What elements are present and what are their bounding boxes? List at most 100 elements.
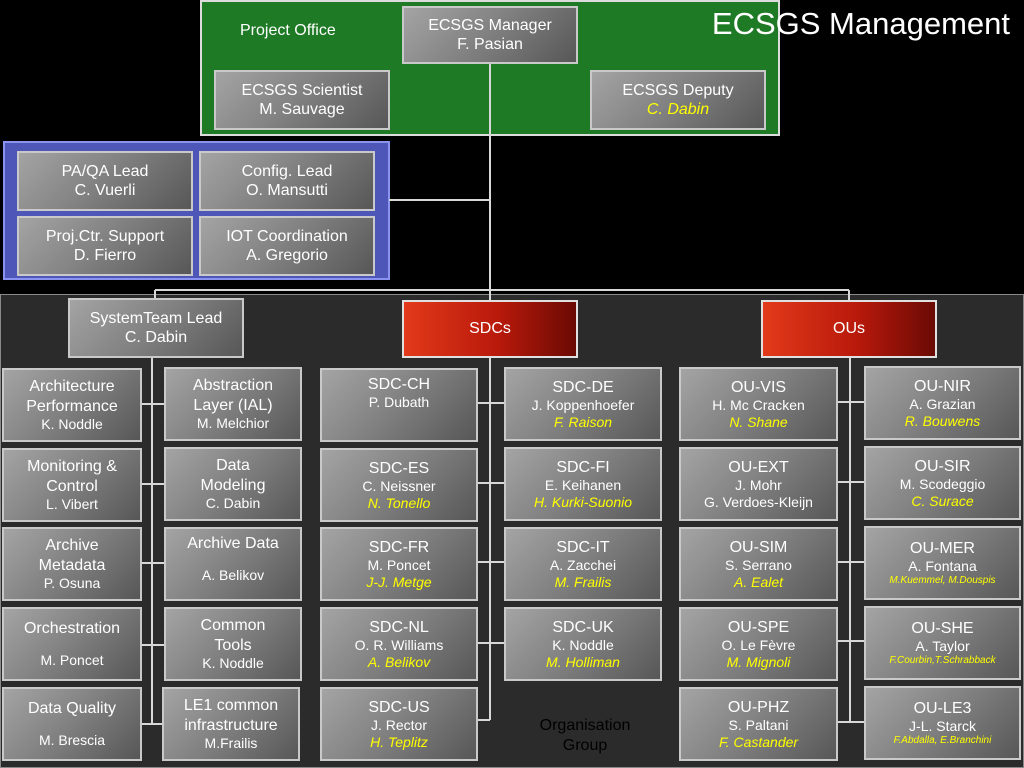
- box-title: Archive: [45, 537, 99, 555]
- ecsgs-deputy-box: ECSGS Deputy C. Dabin: [590, 70, 766, 130]
- box-title: PA/QA Lead: [61, 162, 149, 180]
- archive-metadata-box: Archive Metadata P. Osuna: [2, 527, 142, 601]
- box-title: SDC-CH: [367, 376, 431, 393]
- box-title: ECSGS Manager: [428, 16, 552, 34]
- box-name: D. Fierro: [73, 247, 137, 264]
- box-deputy: H. Teplitz: [370, 733, 428, 750]
- box-name: O. R. Williams: [354, 636, 444, 653]
- box-title: Archive Data: [187, 535, 279, 552]
- ou-mer-box: OU-MER A. Fontana M.Kuemmel, M.Douspis: [864, 526, 1021, 600]
- pa-qa-lead-box: PA/QA Lead C. Vuerli: [17, 151, 193, 211]
- box-title: Architecture: [29, 378, 115, 396]
- sdc-spine-line: [478, 358, 504, 721]
- box-title: OU-SPE: [727, 618, 790, 636]
- box-title: IOT Coordination: [226, 227, 348, 245]
- box-title: OU-NIR: [914, 377, 971, 395]
- box-title: Monitoring &: [27, 458, 117, 476]
- system-spine-line: [140, 358, 164, 725]
- box-title: OU-SHE: [911, 620, 974, 637]
- box-deputy: F. Raison: [553, 413, 613, 430]
- project-office-label: Project Office: [240, 22, 336, 39]
- box-name: M.Frailis: [204, 734, 258, 751]
- box-title: OU-EXT: [728, 458, 789, 476]
- sdcs-box: SDCs: [402, 300, 578, 358]
- box-title: Orchestration: [23, 620, 121, 637]
- sdc-es-box: SDC-ES C. Neissner N. Tonello: [320, 448, 478, 522]
- box-name-2: G. Verdoes-Kleijn: [704, 493, 813, 510]
- box-title: OUs: [833, 320, 865, 338]
- ou-nir-box: OU-NIR A. Grazian R. Bouwens: [864, 366, 1021, 440]
- box-title: SDC-UK: [552, 618, 614, 636]
- box-name: E. Keihanen: [544, 476, 622, 493]
- data-modeling-box: Data Modeling C. Dabin: [164, 447, 302, 521]
- box-name: A. Gregorio: [246, 247, 328, 264]
- sdc-fr-box: SDC-FR M. Poncet J-J. Metge: [320, 527, 478, 601]
- box-deputy: F.Courbin,T.Schrabback: [889, 654, 996, 666]
- box-title: Config. Lead: [241, 162, 333, 180]
- box-name: O. Le Fèvre: [721, 636, 796, 653]
- box-name: C. Vuerli: [74, 182, 136, 199]
- systemteam-lead-box: SystemTeam Lead C. Dabin: [68, 298, 244, 358]
- box-title: ECSGS Scientist: [241, 81, 363, 99]
- proj-ctr-support-box: Proj.Ctr. Support D. Fierro: [17, 216, 193, 276]
- box-name: M. Brescia: [38, 732, 106, 749]
- box-name: M. Poncet: [367, 556, 431, 573]
- ecsgs-manager-box: ECSGS Manager F. Pasian: [402, 6, 578, 64]
- sdc-it-box: SDC-IT A. Zacchei M. Frailis: [504, 527, 662, 601]
- box-title: SystemTeam Lead: [89, 309, 223, 327]
- monitoring-control-box: Monitoring & Control L. Vibert: [2, 448, 142, 522]
- box-deputy: N. Tonello: [367, 494, 431, 511]
- box-title: SDC-FR: [368, 538, 430, 556]
- ou-spine-line: [838, 358, 864, 723]
- box-name: A. Taylor: [915, 638, 970, 655]
- box-title: OU-LE3: [913, 700, 972, 717]
- box-deputy: F.Abdalla, E.Branchini: [893, 734, 992, 746]
- box-deputy: A. Ealet: [733, 573, 784, 590]
- box-name: A. Fontana: [908, 558, 977, 575]
- box-name: P. Osuna: [43, 574, 101, 591]
- sdc-fi-box: SDC-FI E. Keihanen H. Kurki-Suonio: [504, 447, 662, 521]
- box-title: LE1 common: [183, 697, 279, 715]
- box-deputy: H. Kurki-Suonio: [533, 493, 633, 510]
- ous-box: OUs: [761, 300, 937, 358]
- box-name: J. Koppenhoefer: [531, 396, 635, 413]
- box-name: P. Dubath: [368, 394, 430, 411]
- box-title: SDC-ES: [368, 459, 430, 477]
- box-title: OU-SIR: [914, 457, 971, 475]
- sdc-us-box: SDC-US J. Rector H. Teplitz: [320, 687, 478, 761]
- box-deputy: C. Dabin: [646, 101, 710, 118]
- box-title-2: Modeling: [200, 476, 266, 494]
- box-name: C. Dabin: [205, 494, 261, 511]
- box-title-2: Tools: [214, 636, 252, 654]
- sdc-de-box: SDC-DE J. Koppenhoefer F. Raison: [504, 367, 662, 441]
- box-name: M. Melchior: [196, 414, 270, 431]
- abstraction-layer-box: Abstraction Layer (IAL) M. Melchior: [164, 367, 302, 441]
- box-title-2: Control: [46, 477, 98, 495]
- box-name: H. Mc Cracken: [712, 396, 805, 413]
- box-name: A. Grazian: [909, 395, 976, 412]
- box-title: Data: [216, 457, 250, 475]
- box-title: ECSGS Deputy: [622, 81, 734, 99]
- box-name: K. Noddle: [41, 415, 103, 432]
- box-name: J-L. Starck: [909, 718, 976, 735]
- box-title: Data Quality: [27, 700, 117, 717]
- box-deputy: M. Mignoli: [726, 653, 791, 670]
- box-name: J. Rector: [370, 716, 427, 733]
- box-deputy: C. Surace: [911, 492, 974, 509]
- ou-she-box: OU-SHE A. Taylor F.Courbin,T.Schrabback: [864, 606, 1021, 680]
- box-title: SDC-DE: [552, 378, 614, 396]
- iot-coordination-box: IOT Coordination A. Gregorio: [199, 216, 375, 276]
- branch-line: [154, 289, 850, 300]
- box-title: Proj.Ctr. Support: [45, 227, 165, 245]
- box-title: SDCs: [469, 320, 511, 338]
- page-title: ECSGS Management: [711, 6, 1010, 41]
- box-name: M. Poncet: [40, 652, 104, 669]
- config-lead-box: Config. Lead O. Mansutti: [199, 151, 375, 211]
- organisation-group-label: Organisation Group: [520, 716, 650, 756]
- box-name: F. Pasian: [457, 36, 523, 53]
- box-title-2: Layer (IAL): [193, 396, 273, 414]
- box-name: L. Vibert: [46, 495, 98, 512]
- box-deputy: J-J. Metge: [366, 573, 432, 590]
- sdc-uk-box: SDC-UK K. Noddle M. Holliman: [504, 607, 662, 681]
- ou-phz-box: OU-PHZ S. Paltani F. Castander: [679, 687, 838, 761]
